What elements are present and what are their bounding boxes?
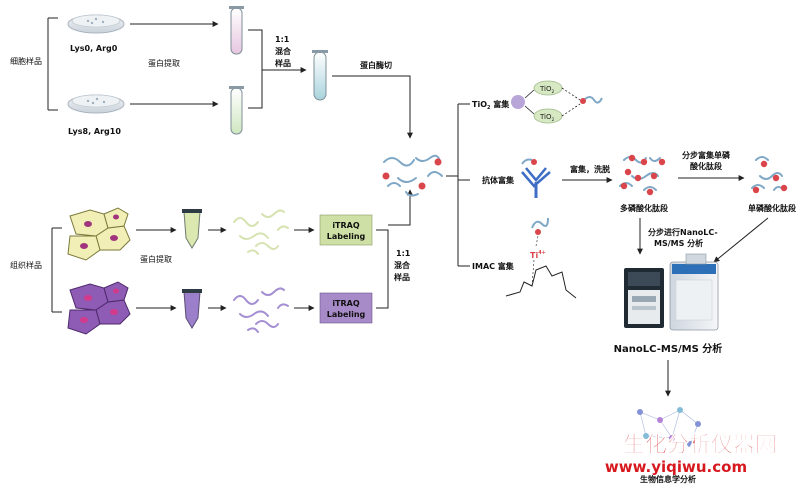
cell-mix-label-1: 混合 (275, 46, 292, 56)
tube-light (229, 6, 244, 55)
tissue-cells-purple (67, 281, 131, 335)
stepwise-single-label-1: 分步富集单磷 (682, 150, 731, 160)
eppendorf-green (182, 209, 202, 249)
tube-heavy (229, 86, 244, 135)
cell-mix-label-2: 样品 (275, 58, 291, 68)
enrich-wash-label: 富集，洗脱 (570, 164, 610, 174)
digest-label: 蛋白酶切 (360, 60, 392, 70)
multi-phospho-label: 多磷酸化肽段 (620, 203, 668, 213)
antibody-icon (521, 158, 551, 198)
bioinfo-label: 生物信息学分析 (640, 474, 696, 484)
itraq-box-bottom: iTRAQ Labeling (319, 292, 373, 324)
svg-text:Labeling: Labeling (327, 310, 366, 319)
multi-phospho-peptides (619, 154, 666, 196)
arrow-single-to-ms (713, 217, 769, 263)
cell-merge-bracket (248, 29, 263, 109)
svg-text:Labeling: Labeling (327, 232, 366, 241)
arrow-tissue-to-peptides (388, 189, 413, 226)
stepwise-single-label-2: 酸化肽段 (690, 161, 722, 171)
cell-samples-label: 细胞样品 (10, 56, 42, 66)
svg-text:iTRAQ: iTRAQ (332, 299, 360, 308)
mass-spectrometer (669, 253, 719, 331)
itraq-box-top: iTRAQ Labeling (319, 214, 373, 246)
watermark-url: www.yiqiwu.com (605, 458, 747, 476)
nanolc-instrument (624, 268, 664, 328)
tio2-method-label: TiO2 富集 (472, 99, 510, 111)
tissue-merge-bracket (376, 229, 389, 309)
petri-dish-heavy (67, 94, 125, 114)
single-phospho-peptides (751, 156, 788, 194)
tissue-mix-ratio: 1:1 (396, 249, 411, 258)
tissue-extract-label: 蛋白提取 (140, 254, 172, 264)
peptide-mixture (382, 154, 443, 197)
tissue-mix-label-1: 混合 (394, 260, 411, 270)
peptides-purple (233, 287, 289, 333)
watermark-title: 生化分析仪器网 (623, 432, 777, 458)
bioinfo-network-icon (637, 407, 701, 447)
tissue-samples-label: 组织样品 (10, 260, 42, 270)
tio2-bead-bottom: TiO2 (539, 113, 555, 123)
single-phospho-label: 单磷酸化肽段 (748, 203, 796, 213)
light-label: Lys0, Arg0 (70, 44, 118, 53)
tissue-mix-label-2: 样品 (394, 272, 410, 282)
heavy-label: Lys8, Arg10 (68, 127, 121, 136)
cell-mix-ratio: 1:1 (275, 35, 290, 44)
stepwise-lcms-label-2: MS/MS 分析 (654, 238, 703, 248)
eppendorf-purple (182, 289, 202, 329)
stepwise-lcms-label-1: 分步进行NanoLC- (648, 227, 718, 237)
ti-ion-label: Ti4+ (530, 250, 546, 260)
antibody-method-label: 抗体富集 (482, 175, 515, 185)
imac-method-label: IMAC 富集 (472, 261, 515, 271)
imac-icon: Ti4+ (505, 217, 577, 299)
svg-text:iTRAQ: iTRAQ (332, 221, 360, 230)
tio2-bead-top: TiO2 (539, 85, 555, 95)
tio2-enrichment-icon: TiO2 TiO2 (511, 80, 603, 124)
arrow-digest (332, 75, 413, 139)
tube-mixed (312, 50, 328, 101)
petri-dish-light (67, 14, 125, 34)
cell-extract-label: 蛋白提取 (148, 58, 180, 68)
tissue-cells-yellow (67, 207, 131, 261)
peptides-green (233, 209, 289, 255)
nanolc-analysis-label: NanoLC-MS/MS 分析 (614, 342, 723, 355)
